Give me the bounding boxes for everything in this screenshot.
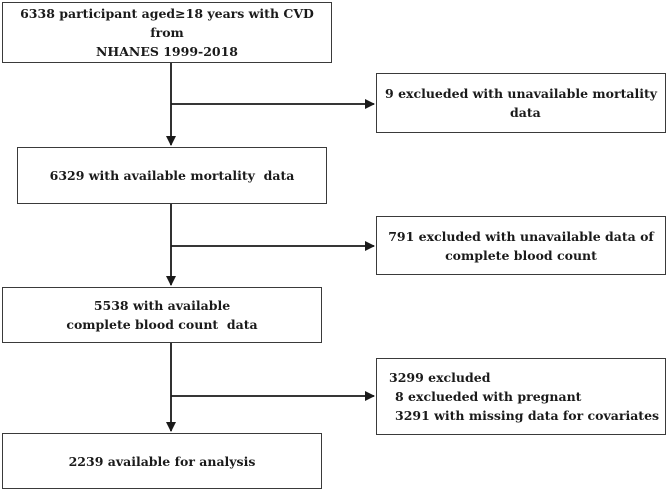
mortality-bold: mortality bbox=[190, 168, 255, 183]
ex1-text: 9 exclueded with unavailable mortality d… bbox=[377, 84, 665, 122]
start-line1: 6338 participant aged≥18 years with CVD … bbox=[20, 6, 314, 40]
cbc-line1: 5538 with available bbox=[93, 298, 231, 313]
exclusion-box-3: 3299 excluded 8 exclueded with pregnant … bbox=[376, 358, 666, 435]
mortality-text: 6329 with available mortality data bbox=[50, 166, 295, 185]
ex2-line1: 791 excluded with unavailable data of bbox=[388, 228, 654, 244]
start-box: 6338 participant aged≥18 years with CVD … bbox=[2, 2, 332, 63]
ex3-line1: 3299 excluded bbox=[389, 370, 491, 385]
exclusion-box-2: 791 excluded with unavailable data of co… bbox=[376, 216, 666, 275]
cbc-box: 5538 with available complete blood count… bbox=[2, 287, 322, 343]
final-text: 2239 available for analysis bbox=[68, 453, 256, 469]
ex1-post: data bbox=[501, 105, 541, 120]
mortality-pre: 6329 with available bbox=[49, 168, 191, 183]
ex3-line3: 3291 with missing data for covariates bbox=[395, 408, 660, 423]
cbc-line2: complete blood count data bbox=[66, 317, 258, 332]
start-line2: NHANES 1999-2018 bbox=[95, 44, 239, 59]
ex2-line2: complete blood count bbox=[445, 247, 597, 263]
exclusion-box-1: 9 exclueded with unavailable mortality d… bbox=[376, 73, 666, 133]
mortality-box: 6329 with available mortality data bbox=[17, 147, 327, 204]
ex1-pre: 9 exclueded with unavailable bbox=[385, 86, 593, 101]
ex1-bold: mortality bbox=[592, 86, 657, 101]
mortality-post: data bbox=[254, 168, 295, 183]
ex3-line2: 8 exclueded with pregnant bbox=[395, 389, 582, 404]
final-box: 2239 available for analysis bbox=[2, 433, 322, 489]
